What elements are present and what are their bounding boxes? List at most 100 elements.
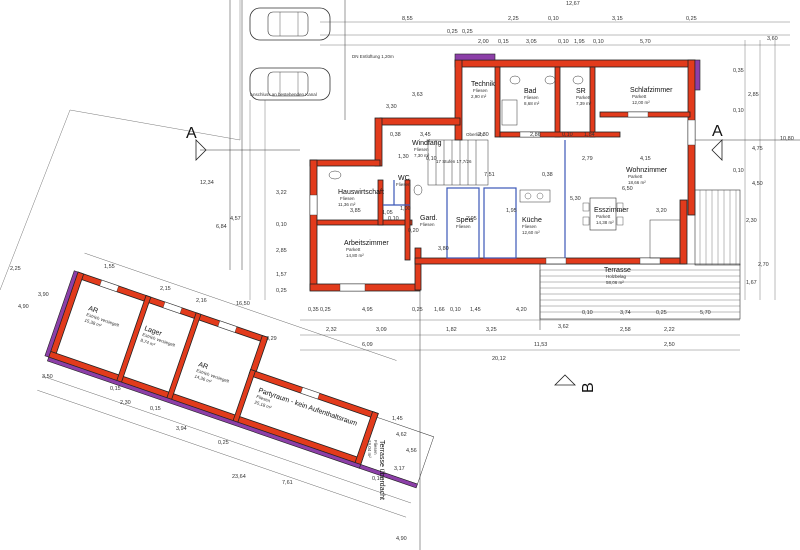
- svg-text:2,86: 2,86: [530, 132, 541, 138]
- svg-text:3,85: 3,85: [350, 208, 361, 214]
- dimension-labels: 12,67 8,55 2,25 0,10 3,15 0,25 0,25 0,25…: [10, 1, 794, 542]
- room-bad: Bad Fliesen 8,68 m²: [524, 88, 540, 106]
- svg-text:0,35: 0,35: [733, 68, 744, 74]
- svg-text:Fliesen: Fliesen: [524, 95, 539, 100]
- svg-text:3,25: 3,25: [486, 327, 497, 333]
- room-lager: Lager Estrich versiegelt 8,74 m²: [140, 325, 177, 348]
- room-garderobe: Gard. Fliesen: [420, 215, 438, 227]
- svg-text:0,10: 0,10: [582, 310, 593, 316]
- svg-text:2,70: 2,70: [758, 262, 769, 268]
- room-terrasse: Terrasse Holzbelag 58,06 m²: [604, 267, 631, 285]
- room-wohnzimmer: Wohnzimmer Parkett 18,66 m²: [626, 167, 668, 185]
- svg-text:3,30: 3,30: [386, 104, 397, 110]
- svg-text:0,25: 0,25: [412, 307, 423, 313]
- svg-text:3,05: 3,05: [526, 39, 537, 45]
- svg-text:Fliesen: Fliesen: [456, 224, 471, 229]
- svg-text:20,12: 20,12: [492, 356, 506, 362]
- svg-text:0,10: 0,10: [562, 132, 573, 138]
- section-marker-b: B: [554, 374, 597, 393]
- svg-text:0,10: 0,10: [733, 108, 744, 114]
- svg-text:12,60 m²: 12,60 m²: [522, 230, 540, 235]
- svg-text:1,55: 1,55: [104, 264, 115, 270]
- svg-text:Bad: Bad: [524, 88, 537, 95]
- svg-text:5,70: 5,70: [640, 39, 651, 45]
- svg-text:1,05: 1,05: [382, 210, 393, 216]
- svg-text:0,25: 0,25: [462, 29, 473, 35]
- svg-text:7,51: 7,51: [484, 172, 495, 178]
- room-hauswirtschaft: Hauswirtschaft Fliesen 11,36 m²: [338, 189, 384, 207]
- svg-text:2,22: 2,22: [664, 327, 675, 333]
- svg-text:Fliesen: Fliesen: [373, 440, 378, 455]
- svg-text:1,67: 1,67: [746, 280, 757, 286]
- svg-text:6,09: 6,09: [362, 342, 373, 348]
- car-icon: [249, 7, 331, 41]
- svg-text:0,15: 0,15: [498, 39, 509, 45]
- svg-text:0,10: 0,10: [450, 307, 461, 313]
- svg-text:8,68 m²: 8,68 m²: [524, 101, 540, 106]
- svg-text:3,74: 3,74: [620, 310, 631, 316]
- svg-text:Esszimmer: Esszimmer: [594, 207, 629, 214]
- notes: DN Entlüftung 1,20m Anschluss an bestehe…: [250, 54, 485, 164]
- svg-text:0,10: 0,10: [733, 168, 744, 174]
- svg-text:Speis: Speis: [456, 217, 474, 224]
- svg-text:4,62: 4,62: [396, 432, 407, 438]
- svg-text:0,15: 0,15: [150, 406, 161, 412]
- svg-text:0,25: 0,25: [656, 310, 667, 316]
- svg-text:5,30: 5,30: [570, 196, 581, 202]
- svg-text:4,50: 4,50: [752, 181, 763, 187]
- svg-text:Holzbelag: Holzbelag: [606, 274, 627, 279]
- svg-text:3,90: 3,90: [38, 292, 49, 298]
- svg-text:1,00: 1,00: [400, 206, 411, 212]
- section-marker-a-left: A: [186, 125, 207, 161]
- svg-text:1,66: 1,66: [434, 307, 445, 313]
- dining-table-icon: [582, 197, 624, 231]
- svg-text:Oberlicht: Oberlicht: [466, 132, 485, 137]
- svg-text:1,95: 1,95: [574, 39, 585, 45]
- svg-text:Terrasse: Terrasse: [604, 267, 631, 274]
- svg-text:Fliesen: Fliesen: [522, 224, 537, 229]
- svg-text:2,32: 2,32: [326, 327, 337, 333]
- svg-text:A: A: [712, 123, 723, 140]
- svg-text:0,25: 0,25: [218, 440, 229, 446]
- svg-text:25,18 m²: 25,18 m²: [254, 400, 273, 411]
- svg-text:Fliesen: Fliesen: [473, 88, 488, 93]
- svg-text:4,75: 4,75: [752, 146, 763, 152]
- svg-text:4,90: 4,90: [18, 304, 29, 310]
- svg-text:B: B: [580, 382, 597, 393]
- room-kueche: Küche Fliesen 12,60 m²: [522, 217, 542, 235]
- svg-text:5,70: 5,70: [700, 310, 711, 316]
- svg-text:Parkett: Parkett: [628, 174, 643, 179]
- svg-text:3,45: 3,45: [420, 132, 431, 138]
- svg-text:3,94: 3,94: [176, 426, 187, 432]
- svg-text:4,57: 4,57: [230, 216, 241, 222]
- svg-text:0,10: 0,10: [276, 222, 287, 228]
- svg-text:0,38: 0,38: [390, 132, 401, 138]
- svg-text:2,25: 2,25: [10, 266, 21, 272]
- svg-text:11,53: 11,53: [534, 342, 547, 348]
- svg-text:19,04 m²: 19,04 m²: [367, 440, 372, 458]
- svg-text:4,90: 4,90: [396, 536, 407, 542]
- bathroom-fixtures: [328, 75, 584, 196]
- svg-text:2,79: 2,79: [582, 156, 593, 162]
- room-wc: WC Fliesen: [396, 175, 411, 187]
- svg-text:0,25: 0,25: [686, 16, 697, 22]
- svg-text:3,17: 3,17: [394, 466, 405, 472]
- svg-text:2,90 m²: 2,90 m²: [471, 94, 487, 99]
- room-sr: SR Parkett 7,39 m²: [576, 88, 592, 106]
- svg-text:3,09: 3,09: [376, 327, 387, 333]
- svg-text:12,00 m²: 12,00 m²: [632, 100, 650, 105]
- room-speis: Speis Fliesen: [456, 217, 474, 229]
- svg-text:Windfang: Windfang: [412, 140, 442, 147]
- svg-text:18,66 m²: 18,66 m²: [628, 180, 646, 185]
- svg-text:0,25: 0,25: [320, 307, 331, 313]
- svg-text:17 Stufen 17,7/26: 17 Stufen 17,7/26: [436, 159, 472, 164]
- svg-text:58,06 m²: 58,06 m²: [606, 280, 624, 285]
- svg-text:1,82: 1,82: [446, 327, 457, 333]
- svg-text:4,20: 4,20: [516, 307, 527, 313]
- svg-text:0,25: 0,25: [276, 288, 287, 294]
- svg-text:1,45: 1,45: [470, 307, 481, 313]
- room-ar-2: AR Estrich versiegelt 14,36 m²: [194, 361, 231, 384]
- svg-text:3,60: 3,60: [767, 36, 778, 42]
